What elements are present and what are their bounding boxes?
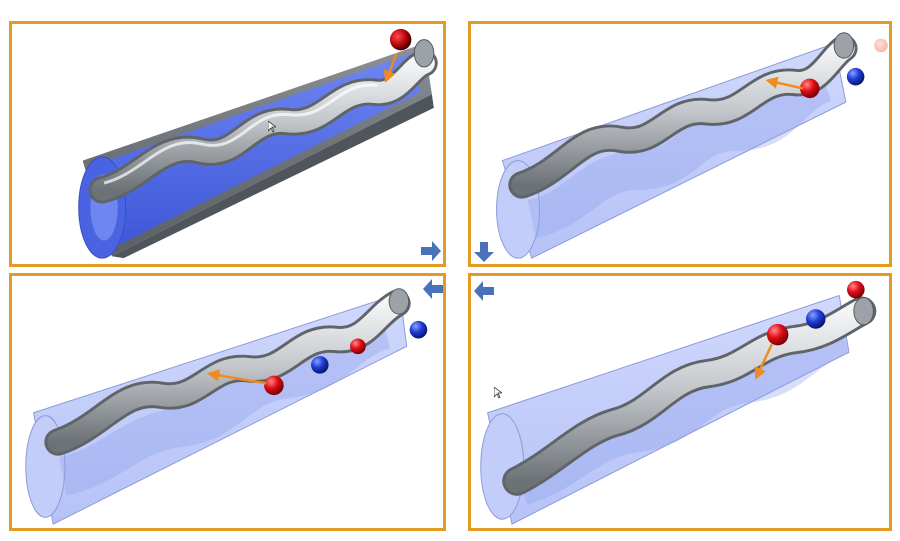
red-particle — [350, 338, 366, 355]
pump-illustration — [496, 32, 888, 259]
pump-panel-step-4 — [468, 273, 892, 531]
pump-illustration — [480, 280, 877, 525]
rotor-helix — [47, 292, 408, 453]
red-particle — [847, 280, 865, 299]
rotor-highlight — [103, 83, 378, 185]
red-particle — [766, 323, 789, 346]
stator-cavity — [526, 64, 833, 239]
mouse-cursor-icon — [267, 118, 278, 133]
pump-panel-step-2 — [468, 21, 892, 267]
red-particle — [800, 78, 820, 99]
red-particle — [264, 375, 284, 396]
pump-panel-step-1 — [9, 21, 446, 267]
pump-illustration — [78, 28, 438, 259]
down-arrow-icon[interactable] — [472, 240, 496, 264]
left-arrow-icon[interactable] — [472, 279, 496, 303]
mouse-cursor-icon — [493, 384, 504, 399]
stator-cavity — [58, 310, 392, 496]
rotor-head — [413, 39, 435, 68]
blue-particle — [409, 320, 428, 339]
rotor-helix — [505, 299, 874, 493]
blue-particle — [846, 67, 865, 86]
red-particle — [389, 28, 412, 51]
flow-arrow — [383, 52, 398, 83]
flow-arrow — [765, 76, 804, 90]
rotor-helix — [91, 52, 435, 201]
blue-particle — [311, 356, 329, 374]
casing-lip — [111, 94, 434, 259]
rotor-head — [833, 32, 855, 59]
pink-particle — [874, 38, 888, 53]
right-arrow-icon[interactable] — [419, 239, 443, 263]
rotor-head — [388, 288, 410, 315]
left-arrow-icon[interactable] — [421, 277, 445, 301]
flow-arrow — [207, 369, 267, 385]
pump-panel-step-3 — [9, 273, 446, 531]
blue-particle — [806, 309, 826, 329]
flow-arrow — [754, 343, 773, 380]
pump-illustration — [25, 288, 428, 525]
rotor-head — [853, 297, 874, 326]
